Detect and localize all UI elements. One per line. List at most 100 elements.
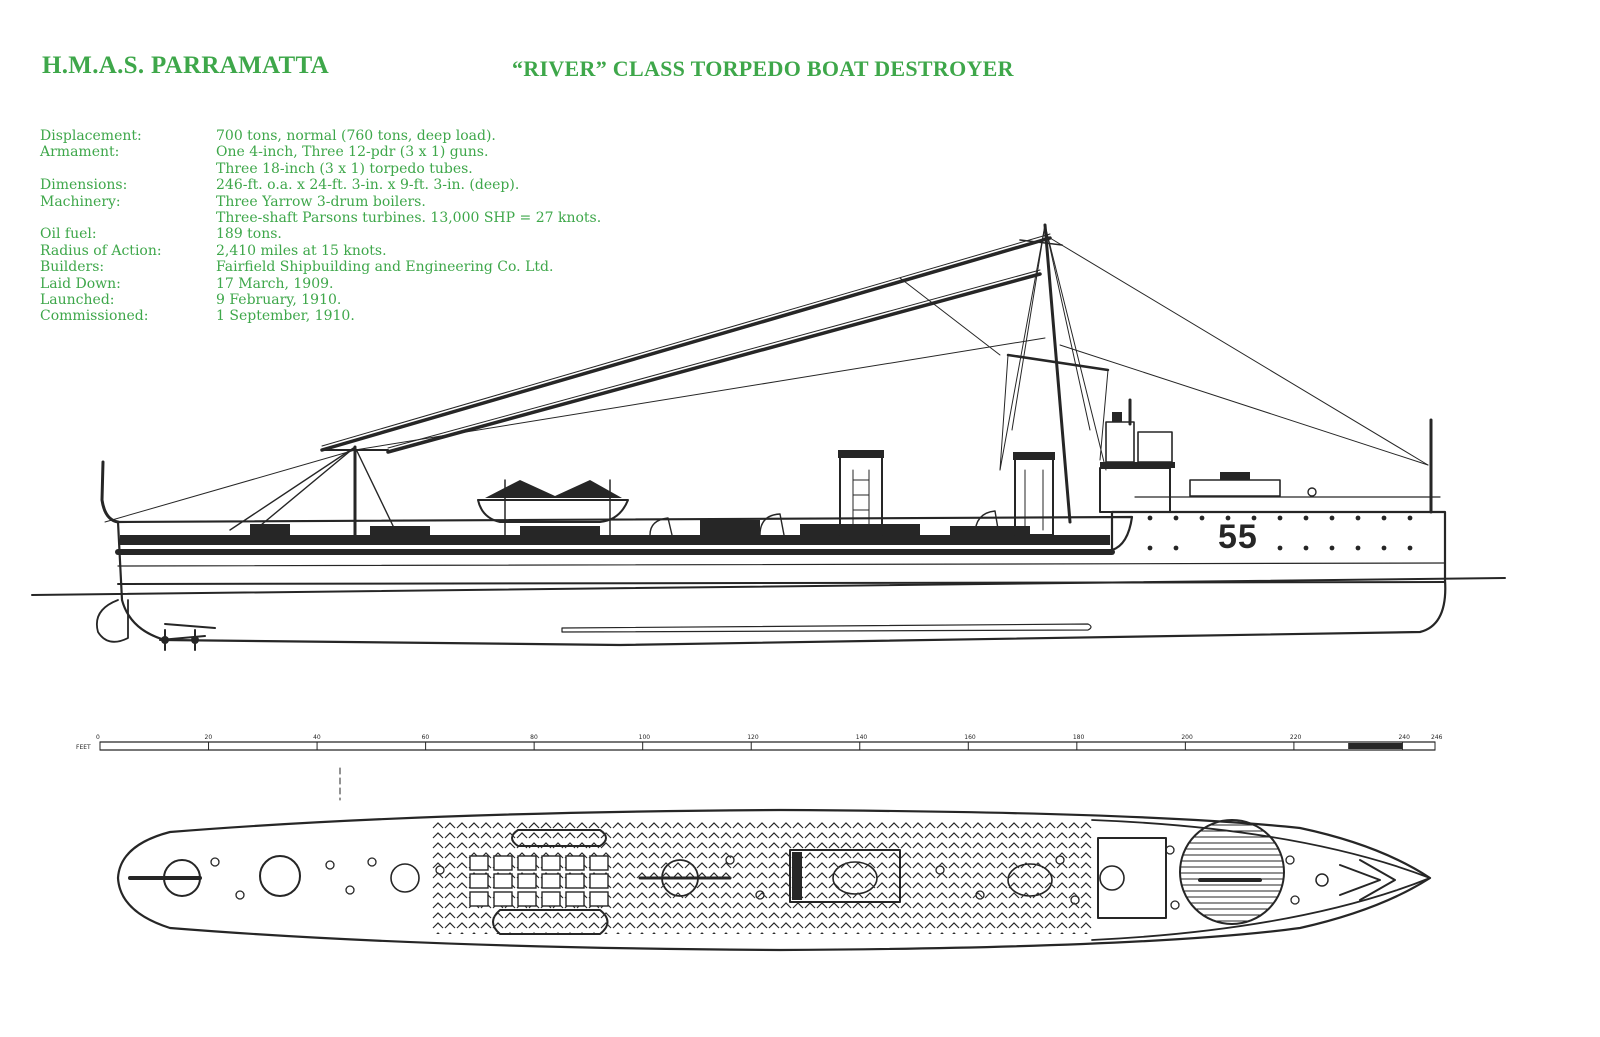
deck-fitting: [725, 855, 735, 865]
deck-fitting: [1070, 895, 1080, 905]
spec-row: Laid Down: 17 March, 1909.: [40, 276, 601, 292]
deck-fitting: [935, 865, 945, 875]
spec-value: One 4-inch, Three 12-pdr (3 x 1) guns.: [216, 144, 489, 161]
funnels-plan: [789, 849, 901, 903]
spec-row: Builders: Fairfield Shipbuilding and Engi…: [40, 259, 601, 275]
forward-gun-platform: [1179, 819, 1285, 925]
tube-cell: [493, 891, 513, 907]
aft-funnel: [838, 450, 884, 536]
porthole: [1173, 515, 1179, 521]
profile-view: 55: [31, 223, 1506, 651]
porthole: [1407, 545, 1413, 551]
spec-label: Displacement:: [40, 128, 142, 144]
spec-row: Three-shaft Parsons turbines. 13,000 SHP…: [40, 210, 601, 226]
porthole: [1303, 545, 1309, 551]
spec-label: Armament:: [40, 144, 120, 161]
deck-fitting: [1170, 900, 1180, 910]
porthole: [1173, 545, 1179, 551]
deck-fitting: [367, 857, 377, 867]
spec-label: Oil fuel:: [40, 226, 97, 243]
scale-tick-label: 246: [1431, 734, 1443, 741]
spec-row: Commissioned: 1 September, 1910.: [40, 308, 601, 324]
porthole: [1329, 515, 1335, 521]
propeller-shafts: [159, 623, 216, 651]
porthole: [1147, 515, 1153, 521]
deck-fitting: [1055, 855, 1065, 865]
porthole: [1355, 515, 1361, 521]
tube-cell: [589, 855, 609, 871]
spec-label: Radius of Action:: [40, 242, 162, 259]
scale-tick-label: 140: [856, 734, 868, 741]
tube-cell: [589, 873, 609, 889]
porthole: [1277, 545, 1283, 551]
scale-tick-label: 240: [1398, 734, 1410, 741]
tube-cell: [589, 891, 609, 907]
ensign-staff: [100, 460, 120, 524]
scale-tick-label: 160: [964, 734, 976, 741]
tube-cell: [517, 873, 537, 889]
deck-fitting: [345, 885, 355, 895]
spec-value: 700 tons, normal (760 tons, deep load).: [216, 128, 496, 144]
spec-label: Builders:: [40, 259, 105, 276]
tube-cell: [493, 855, 513, 871]
fore-funnel: [1013, 452, 1055, 536]
tube-cell: [565, 855, 585, 871]
scale-tick-label: 60: [422, 734, 430, 741]
spec-value: 1 September, 1910.: [216, 308, 355, 325]
porthole: [1329, 545, 1335, 551]
spec-label: Commissioned:: [40, 308, 149, 325]
spec-value: Three-shaft Parsons turbines. 13,000 SHP…: [216, 210, 602, 227]
waterline: [31, 577, 1506, 596]
deck-fittings: [120, 510, 1110, 545]
scale-unit-label: FEET: [76, 744, 91, 751]
scale-tick-label: 20: [205, 734, 213, 741]
deck-fitting: [1290, 895, 1300, 905]
tube-cell: [517, 855, 537, 871]
tube-cell: [565, 873, 585, 889]
spec-value: 189 tons.: [216, 226, 282, 243]
sheer-line: [117, 562, 1446, 567]
lifeboat-port: [511, 829, 607, 847]
tube-cell: [565, 891, 585, 907]
scale-tick-label: 200: [1181, 734, 1193, 741]
spec-row: Three 18-inch (3 x 1) torpedo tubes.: [40, 161, 601, 177]
spec-value: 2,410 miles at 15 knots.: [216, 242, 387, 259]
spec-row: Displacement: 700 tons, normal (760 tons,…: [40, 128, 601, 144]
hull-outline: [116, 510, 1447, 647]
porthole: [1381, 515, 1387, 521]
porthole: [1199, 515, 1205, 521]
hull-number: 55: [1218, 518, 1258, 556]
tube-cell: [541, 873, 561, 889]
porthole: [1355, 545, 1361, 551]
spec-label: Machinery:: [40, 193, 121, 210]
tube-cell: [541, 855, 561, 871]
spec-label: Laid Down:: [40, 275, 121, 292]
deck-fittings-plan: [210, 845, 1300, 910]
spec-value: 246-ft. o.a. x 24-ft. 3-in. x 9-ft. 3-in…: [216, 177, 520, 194]
torpedo-tubes: [469, 855, 609, 907]
lifeboat-starboard: [492, 909, 609, 935]
spec-row: Armament: One 4-inch, Three 12-pdr (3 x 1…: [40, 144, 601, 160]
ship-name-title: H.M.A.S. PARRAMATTA: [42, 52, 329, 79]
porthole: [1303, 515, 1309, 521]
scale-tick-label: 80: [530, 734, 538, 741]
specifications-table: Displacement: 700 tons, normal (760 tons,…: [40, 128, 601, 325]
spec-label: Dimensions:: [40, 177, 128, 194]
spec-value: 17 March, 1909.: [216, 275, 334, 292]
porthole: [1147, 545, 1153, 551]
spec-value: Three Yarrow 3-drum boilers.: [216, 193, 426, 210]
aft-lifeboat: [477, 479, 629, 536]
ship-class-title: “RIVER” CLASS TORPEDO BOAT DESTROYER: [512, 56, 1014, 81]
spec-row: Launched:9 February, 1910.: [40, 292, 601, 308]
deck-fitting: [975, 890, 985, 900]
scale-tick-label: 100: [639, 734, 651, 741]
bilge-keel: [561, 623, 1092, 633]
deck-fitting: [235, 890, 245, 900]
spec-row: Radius of Action: 2,410 miles at 15 knots…: [40, 243, 601, 259]
scale-tick-label: 180: [1073, 734, 1085, 741]
spec-value: Fairfield Shipbuilding and Engineering C…: [216, 259, 554, 276]
deck-fitting: [755, 890, 765, 900]
tube-cell: [493, 873, 513, 889]
porthole: [1277, 515, 1283, 521]
